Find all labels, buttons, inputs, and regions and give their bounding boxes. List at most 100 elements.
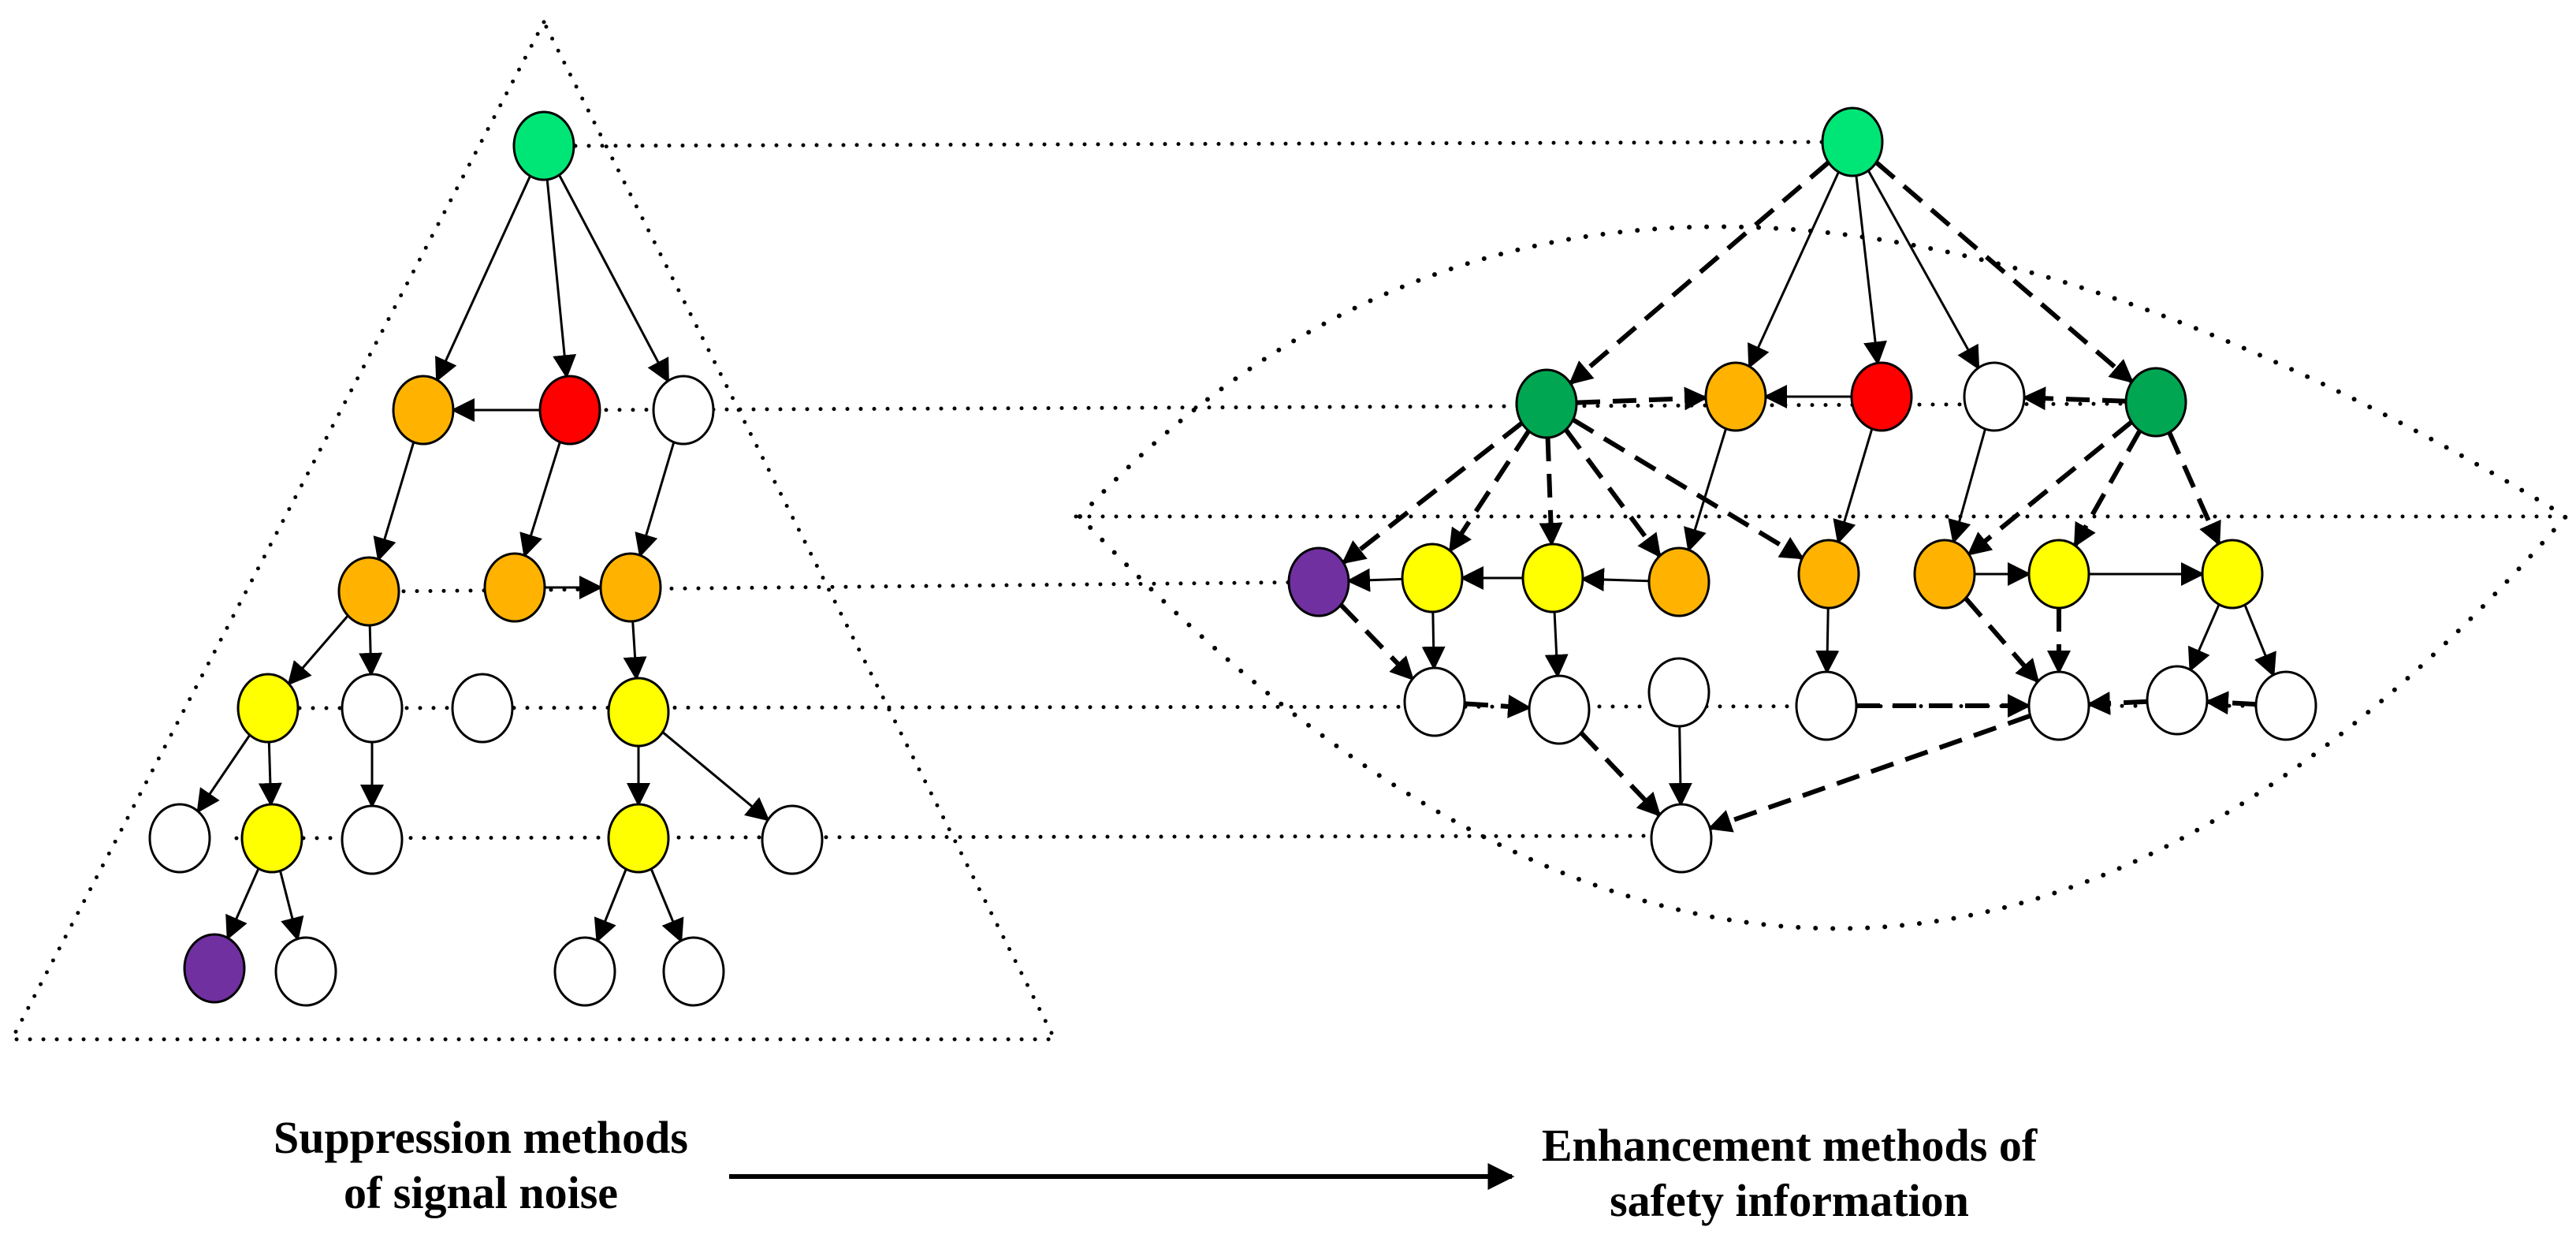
caption-enhancement-line2: safety information [1610,1175,1969,1226]
edge-L2c-L3d [623,621,647,681]
dashed-edge-R1e-R1d [2021,386,2127,411]
node-R3d-white [1795,670,1858,741]
node-R2h-yellow [2201,539,2264,610]
caption-enhancement-line1: Enhancement methods of [1541,1120,2038,1171]
node-L1b-red [538,375,601,446]
dashed-edge-R1a-R2a [1341,421,1524,565]
node-R2b-yellow [1401,543,1464,613]
edge-R2b-R2a [1346,568,1403,592]
edge-R3c-R4a [1668,725,1692,807]
node-R1a-dark-green [1515,368,1578,439]
edge-R2e-R3d [1815,607,1840,675]
node-R3c-white [1647,657,1711,728]
dashed-edge-R1e-R2g [2072,429,2142,548]
edge-L4d-L5d [650,868,684,943]
dashed-edge-R0-R1a [1569,160,1830,386]
node-R2c-yellow [1521,543,1584,613]
node-L4c-white [341,804,404,875]
node-R1e-dark-green [2124,367,2187,438]
node-L3c-white [451,673,514,744]
edge-L3d-L4e [661,731,770,822]
node-layer [148,106,2317,1007]
node-R3g-white [2254,670,2317,741]
caption-suppression-line2: of signal noise [343,1167,619,1218]
dashed-edge-R1e-R2h [2167,431,2221,546]
node-R2g-yellow [2027,539,2090,610]
dashed-edge-R3a-R3b [1464,694,1532,718]
dashed-edge-R3f-R3e [2086,691,2148,715]
edge-L1c-L2c [635,442,676,558]
node-R2d-orange [1647,546,1711,617]
caption-enhancement: Enhancement methods of safety informatio… [1490,1118,2089,1229]
edge-R1d-R2f [1948,428,1986,544]
edge-R2h-R3f [2187,603,2220,673]
node-R3b-white [1528,674,1591,745]
caption-suppression: Suppression methods of signal noise [236,1110,725,1221]
dashed-edge-R1a-R2c [1539,437,1563,547]
dashed-edge-R0-R1e [1874,160,2134,384]
edge-R2d-R2c [1580,568,1650,592]
edge-R2h-R3g [2243,604,2276,677]
edge-R0-R1d [1867,170,1980,371]
level-links [234,140,2564,841]
edge-R0-R1c [1855,175,1887,366]
node-L2a-orange [337,556,400,627]
edge-R2c-R3b [1544,611,1569,679]
node-R3f-white [2146,665,2209,736]
level-link-4 [234,833,1666,841]
node-R3a-white [1403,666,1466,737]
node-L3d-yellow [607,677,670,748]
edge-R2b-R3a [1421,611,1446,671]
edge-L1a-L2a [373,442,415,562]
edge-L4b-L5b [279,870,304,942]
edge-R1b-R2d [1684,428,1727,553]
node-L5c-white [553,936,616,1007]
edge-L3a-L4a [196,734,251,814]
node-L4e-white [761,804,824,875]
edge-L1b-L2b [519,442,561,558]
dashed-edge-R2f-R3e [1964,596,2040,684]
edge-L2a-L3b [359,625,383,677]
edge-R0-R1b [1748,171,1840,369]
dashed-edge-R3e-R4a [1707,713,2031,833]
node-L4d-yellow [607,803,670,874]
node-L5b-white [274,936,337,1007]
node-L5d-white [662,936,725,1007]
level-link-0 [573,140,1851,148]
right-lens-boundary [1076,224,2570,931]
edge-L0-L1a [435,175,531,382]
node-R0-root-green [1821,106,1884,177]
edge-L3a-L4b [258,741,282,807]
node-L4a-white [148,803,211,874]
node-R2a-purple [1287,546,1350,617]
node-L1a-orange [392,375,455,446]
node-R4a-white [1650,803,1713,874]
node-L2b-orange [483,552,546,623]
node-R1c-red [1850,361,1913,432]
node-L3a-yellow [236,673,300,744]
edge-L0-L1b [545,179,577,379]
dashed-edge-R3g-R3f [2204,691,2257,715]
dashed-edge-R3b-R4a [1579,731,1662,817]
edge-layer [196,160,2276,943]
node-L2c-orange [599,552,662,623]
dashed-edge-R1a-R2d [1564,428,1662,558]
node-L1c-white [652,375,715,446]
dashed-edge-R2a-R3a [1338,602,1415,681]
node-L5a-purple [183,933,246,1004]
edge-L4b-L5a [225,867,260,941]
dashed-edge-R1a-R2b [1448,429,1531,553]
node-L4b-yellow [240,803,303,874]
node-L3b-white [341,673,404,744]
node-L0-root-green [512,110,575,181]
level-link-3 [297,703,2288,710]
left-triangle-boundary [8,17,1059,1042]
node-R1b-orange [1704,361,1767,432]
edge-L2a-L3a [287,614,349,686]
caption-suppression-line1: Suppression methods [274,1112,688,1163]
edge-L4d-L5c [594,868,627,943]
dashed-edge-R1a-R2e [1571,417,1805,561]
node-R2e-orange [1797,539,1860,610]
node-R2f-orange [1913,539,1976,610]
